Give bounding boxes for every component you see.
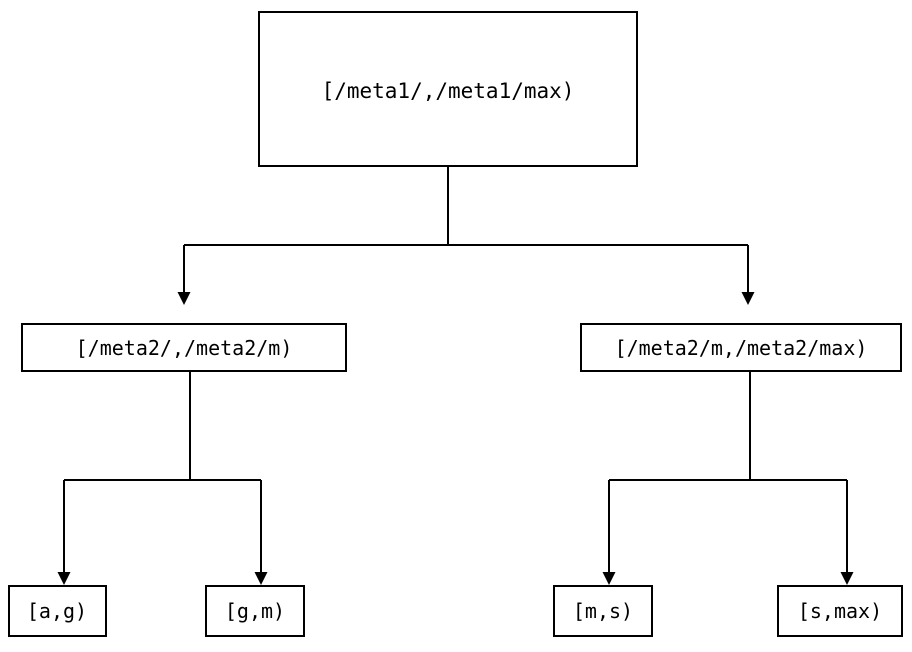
edge-group-mid-right: [602, 372, 854, 585]
node-leaf-3-box[interactable]: [553, 585, 653, 637]
arrowhead-leaf-3-icon: [602, 572, 616, 585]
node-leaf-3-label: [m,s): [573, 599, 633, 623]
node-mid-left[interactable]: [/meta2/,/meta2/m): [21, 323, 347, 372]
arrowhead-mid-left-icon: [177, 292, 191, 305]
node-mid-right[interactable]: [/meta2/m,/meta2/max): [580, 323, 902, 372]
node-leaf-2[interactable]: [g,m): [205, 585, 305, 637]
edge-group-mid-left: [57, 372, 268, 585]
node-leaf-4[interactable]: [s,max): [777, 585, 903, 637]
node-leaf-1[interactable]: [a,g): [8, 585, 107, 637]
node-leaf-2-box[interactable]: [205, 585, 305, 637]
node-leaf-2-label: [g,m): [225, 599, 285, 623]
arrowhead-mid-right-icon: [741, 292, 755, 305]
node-root[interactable]: [/meta1/,/meta1/max): [258, 11, 638, 167]
arrowhead-leaf-1-icon: [57, 572, 71, 585]
node-mid-right-label: [/meta2/m,/meta2/max): [615, 336, 868, 360]
node-mid-left-box[interactable]: [21, 323, 347, 372]
arrowhead-leaf-4-icon: [840, 572, 854, 585]
node-leaf-1-label: [a,g): [27, 599, 87, 623]
edge-group-root: [177, 167, 755, 305]
node-root-box[interactable]: [258, 11, 638, 167]
node-mid-right-box[interactable]: [580, 323, 902, 372]
node-root-label: [/meta1/,/meta1/max): [322, 79, 575, 103]
node-mid-left-label: [/meta2/,/meta2/m): [76, 336, 293, 360]
node-leaf-1-box[interactable]: [8, 585, 107, 637]
node-leaf-4-label: [s,max): [798, 599, 882, 623]
node-leaf-3[interactable]: [m,s): [553, 585, 653, 637]
node-leaf-4-box[interactable]: [777, 585, 903, 637]
arrowhead-leaf-2-icon: [254, 572, 268, 585]
